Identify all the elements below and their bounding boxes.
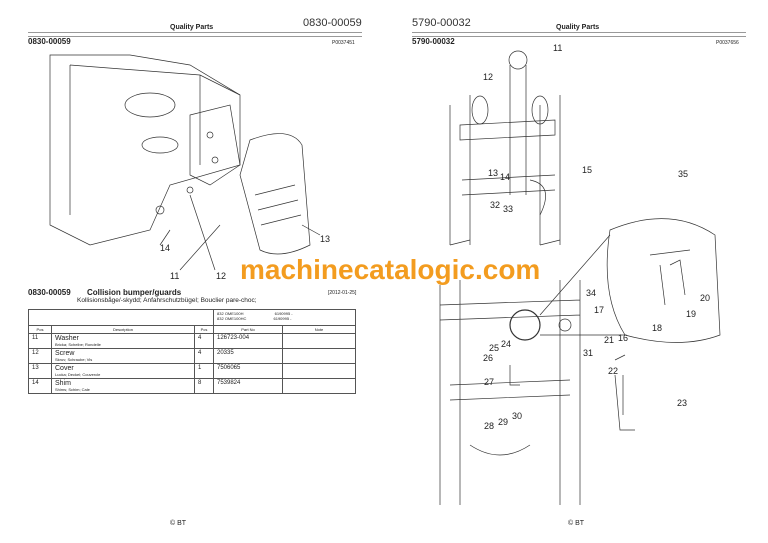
callout: 11: [170, 271, 180, 281]
callout: 35: [678, 169, 689, 179]
callout: 18: [652, 323, 663, 333]
callout: 33: [503, 204, 514, 214]
callout: 29: [498, 417, 509, 427]
header-number: 5790-00032: [412, 17, 471, 29]
model-row: 832 OME100H 6190995 - 832 OME100HC 61909…: [28, 309, 356, 326]
footer: © BT: [568, 520, 585, 527]
callout: 13: [320, 234, 331, 244]
callout: 31: [583, 348, 594, 358]
callout: 17: [594, 305, 605, 315]
callout: 16: [618, 333, 629, 343]
callout: 28: [484, 421, 495, 431]
header-number: 0830-00059: [303, 17, 362, 29]
header-title: Quality Parts: [170, 24, 214, 31]
section-date: [2012-01-25]: [328, 290, 357, 296]
watermark: machinecatalogic.com: [240, 254, 541, 285]
callout: 27: [484, 377, 495, 387]
section-header: 0830-00059 Collision bumper/guards: [28, 288, 181, 297]
drawing-ref: P0037656: [716, 40, 739, 46]
callout: 14: [160, 243, 171, 253]
callout: 12: [483, 72, 494, 82]
callout: 32: [490, 200, 501, 210]
sub-number: 5790-00032: [412, 37, 455, 46]
callout: 14: [500, 172, 511, 182]
callout: 34: [586, 288, 597, 298]
footer: © BT: [170, 520, 187, 527]
callout: 12: [216, 271, 227, 281]
callout: 22: [608, 366, 619, 376]
sub-number: 0830-00059: [28, 37, 71, 46]
section-title: Collision bumper/guards: [86, 288, 182, 297]
header-title: Quality Parts: [556, 24, 600, 31]
callout: 30: [512, 411, 523, 421]
callout: 21: [604, 335, 615, 345]
callout: 23: [677, 398, 688, 408]
callout: 25: [489, 343, 500, 353]
callout: 15: [582, 165, 593, 175]
mast-drawing: [439, 50, 721, 505]
section-number: 0830-00059: [28, 288, 71, 297]
callout: 20: [700, 293, 711, 303]
bumper-drawing: [49, 54, 321, 271]
callout: 24: [501, 339, 512, 349]
callout: 19: [686, 309, 697, 319]
section-subtitle: Kollisionsbåge/-skydd; Anfahrschutzbügel…: [77, 297, 257, 304]
drawing-ref: P0037451: [332, 40, 355, 46]
header-divider: [412, 32, 746, 37]
callout: 13: [488, 168, 499, 178]
header-divider: [28, 32, 362, 37]
callout: 26: [483, 353, 494, 363]
callout: 11: [553, 43, 563, 53]
parts-table: 832 OME100H 6190995 - 832 OME100HC 61909…: [28, 309, 356, 394]
